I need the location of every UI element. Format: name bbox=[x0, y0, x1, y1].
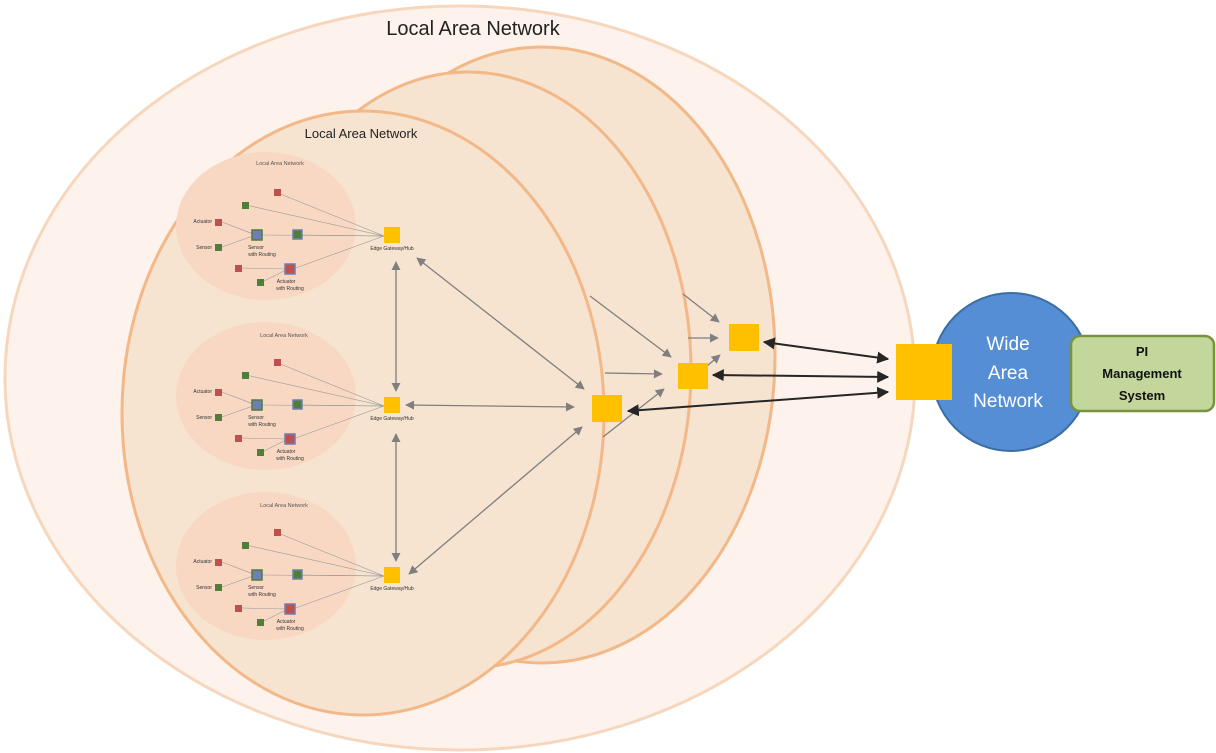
wan-label-line2: Area bbox=[988, 363, 1029, 384]
actuator-routing-label: Actuator bbox=[277, 279, 296, 285]
actuator-icon bbox=[235, 435, 242, 442]
actuator-icon bbox=[215, 219, 222, 226]
actuator-icon bbox=[235, 265, 242, 272]
wan-gateway-icon bbox=[896, 344, 952, 400]
sub-lan-2: Local Area Network Actuator Sensor Senso… bbox=[176, 322, 414, 470]
layer3-gateway-icon bbox=[729, 324, 759, 351]
sub-lan-1: Local Area Network Actuator Sensor Senso… bbox=[176, 152, 414, 300]
sub-lan-ellipse bbox=[176, 152, 356, 300]
actuator-routing-icon bbox=[284, 433, 296, 445]
edge-gateway-label: Edge Gateway/Hub bbox=[370, 586, 414, 592]
actuator-icon bbox=[274, 189, 281, 196]
arrow-to-layer3-top bbox=[682, 293, 720, 323]
pi-label-line3: System bbox=[1119, 388, 1165, 403]
edge-gateway-label: Edge Gateway/Hub bbox=[370, 416, 414, 422]
sensor-icon bbox=[215, 414, 222, 421]
sub-lan-title: Local Area Network bbox=[256, 161, 304, 167]
edge-gateway-icon bbox=[384, 227, 400, 243]
actuator-icon bbox=[274, 529, 281, 536]
edge-gateway-icon bbox=[384, 397, 400, 413]
actuator-routing-label: with Routing bbox=[276, 626, 304, 632]
arrow-layer3-wan bbox=[762, 337, 890, 364]
sensor-icon bbox=[257, 449, 264, 456]
arrow-gw3-layer1 bbox=[408, 426, 583, 575]
arrow-layer2-wan bbox=[711, 369, 890, 383]
arrow-to-layer2-mid bbox=[604, 369, 663, 379]
sub-lan-title: Local Area Network bbox=[260, 333, 308, 339]
sub-lan-3: Local Area Network Actuator Sensor Senso… bbox=[176, 492, 414, 640]
sensor-label: Sensor bbox=[196, 585, 212, 591]
actuator-label: Actuator bbox=[193, 389, 212, 395]
outer-lan-label: Local Area Network bbox=[386, 18, 560, 40]
sensor-icon bbox=[215, 584, 222, 591]
sub-lan-ellipse bbox=[176, 322, 356, 470]
actuator-routing-label: with Routing bbox=[276, 286, 304, 292]
sensor-routing-label: Sensor bbox=[248, 245, 264, 251]
actuator-label: Actuator bbox=[193, 559, 212, 565]
sensor-label: Sensor bbox=[196, 245, 212, 251]
pi-label-line1: PI bbox=[1136, 344, 1148, 359]
actuator-routing-icon bbox=[284, 263, 296, 275]
sensor-routing-label: Sensor bbox=[248, 415, 264, 421]
wan-label-line1: Wide bbox=[986, 334, 1029, 355]
sensor-routing-label: with Routing bbox=[248, 422, 276, 428]
pi-management-box bbox=[1069, 334, 1216, 413]
actuator-routing-icon bbox=[284, 603, 296, 615]
sensor-routing-icon bbox=[251, 569, 263, 581]
sensor-routing-label: Sensor bbox=[248, 585, 264, 591]
sensor-icon bbox=[242, 542, 249, 549]
sub-lan-title: Local Area Network bbox=[260, 503, 308, 509]
actuator-icon bbox=[215, 559, 222, 566]
sensor-routing-label: with Routing bbox=[248, 592, 276, 598]
edge-gateway-label: Edge Gateway/Hub bbox=[370, 246, 414, 252]
pi-label-line2: Management bbox=[1102, 366, 1182, 381]
sensor-icon bbox=[257, 279, 264, 286]
arrow-layer1-wan bbox=[626, 386, 890, 417]
sensor-label: Sensor bbox=[196, 415, 212, 421]
actuator-icon bbox=[215, 389, 222, 396]
sensor-icon bbox=[215, 244, 222, 251]
sensor-routing-icon bbox=[292, 229, 303, 240]
layer2-gateway-icon bbox=[678, 363, 708, 389]
sensor-icon bbox=[257, 619, 264, 626]
sensor-routing-label: with Routing bbox=[248, 252, 276, 258]
layer1-gateway-icon bbox=[592, 395, 622, 422]
middle-lan-label: Local Area Network bbox=[305, 126, 418, 141]
arrow-gw2-layer1 bbox=[405, 400, 575, 412]
edge-gateway-icon bbox=[384, 567, 400, 583]
arrow-gw1-layer1 bbox=[416, 257, 585, 390]
actuator-routing-label: Actuator bbox=[277, 619, 296, 625]
actuator-routing-label: Actuator bbox=[277, 449, 296, 455]
dark-connectors bbox=[626, 337, 890, 417]
arrow-to-layer2-top bbox=[589, 295, 672, 358]
actuator-icon bbox=[235, 605, 242, 612]
sensor-icon bbox=[242, 202, 249, 209]
wan-label-line3: Network bbox=[973, 391, 1043, 412]
actuator-label: Actuator bbox=[193, 219, 212, 225]
gray-connectors bbox=[391, 257, 721, 575]
sensor-routing-icon bbox=[292, 399, 303, 410]
sub-lan-ellipse bbox=[176, 492, 356, 640]
sensor-routing-icon bbox=[251, 229, 263, 241]
actuator-routing-label: with Routing bbox=[276, 456, 304, 462]
actuator-icon bbox=[274, 359, 281, 366]
sensor-routing-icon bbox=[251, 399, 263, 411]
sensor-routing-icon bbox=[292, 569, 303, 580]
sensor-icon bbox=[242, 372, 249, 379]
